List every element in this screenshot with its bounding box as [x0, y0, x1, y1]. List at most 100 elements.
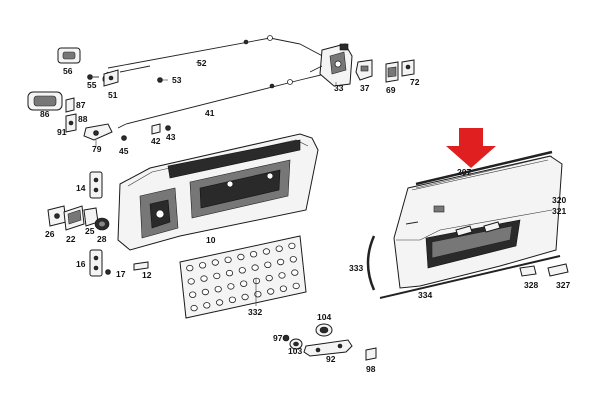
part-53	[157, 77, 168, 83]
part-88	[65, 113, 77, 133]
insulation-hole	[190, 304, 198, 312]
label-87: 87	[76, 100, 86, 110]
insulation-hole	[279, 285, 287, 292]
label-86: 86	[40, 109, 50, 119]
escutcheon-104	[315, 323, 333, 337]
label-42: 42	[151, 136, 161, 146]
insulation-hole	[275, 245, 283, 252]
grommet-28	[94, 217, 110, 231]
insulation-hole	[199, 262, 207, 269]
clip-327	[547, 263, 569, 277]
insulation-hole	[241, 293, 249, 301]
insulation-hole	[289, 256, 297, 263]
label-10: 10	[206, 235, 216, 245]
leader-lines	[195, 61, 471, 306]
trim-strip-334	[379, 255, 561, 299]
window-seal-strip-207	[415, 150, 553, 189]
part-98	[365, 347, 377, 361]
label-98: 98	[366, 364, 376, 374]
label-88: 88	[78, 114, 88, 124]
insulation-hole	[291, 269, 299, 276]
insulation-hole	[203, 302, 211, 309]
label-328: 328	[524, 280, 538, 290]
label-92: 92	[326, 354, 336, 364]
hinge-bracket-14	[89, 171, 103, 199]
insulation-hole	[213, 272, 221, 280]
insulation-hole	[201, 288, 209, 296]
label-52: 52	[197, 58, 207, 68]
insulation-hole	[254, 291, 262, 298]
part-72	[401, 59, 415, 77]
clip-328	[519, 265, 537, 277]
label-327: 327	[556, 280, 570, 290]
label-332: 332	[248, 307, 262, 317]
insulation-hole	[189, 291, 197, 298]
insulation-holes	[186, 242, 300, 312]
insulation-hole	[262, 248, 270, 255]
label-321: 321	[552, 206, 566, 216]
upper-lock-rod-assembly	[102, 35, 331, 83]
part-103	[289, 338, 303, 350]
insulation-hole	[216, 299, 224, 306]
label-17: 17	[116, 269, 126, 279]
insulation-hole	[240, 280, 248, 287]
insulation-hole	[250, 250, 258, 258]
label-56: 56	[63, 66, 73, 76]
insulation-hole	[187, 278, 195, 285]
lower-lock-rod-assembly	[117, 73, 326, 129]
label-72: 72	[410, 77, 420, 87]
label-333: 333	[349, 263, 363, 273]
insulation-hole	[225, 269, 234, 277]
label-14: 14	[76, 183, 86, 193]
inner-door-panel-10	[117, 133, 319, 251]
insulation-hole	[186, 264, 194, 272]
label-22: 22	[66, 234, 76, 244]
label-43: 43	[166, 132, 176, 142]
hinge-part-22	[63, 205, 85, 231]
insulation-hole	[227, 283, 235, 290]
insulation-hole	[211, 259, 219, 266]
seal-strip-333	[366, 235, 376, 291]
insulation-hole	[278, 272, 286, 279]
door-pull-handle-86	[27, 91, 63, 111]
screw-17	[105, 269, 111, 275]
label-97: 97	[273, 333, 283, 343]
insulation-hole	[214, 286, 222, 293]
insulation-hole	[238, 267, 246, 274]
insulation-hole	[265, 274, 273, 282]
clip-12	[133, 261, 149, 271]
insulation-hole	[251, 264, 259, 271]
insulation-hole	[228, 296, 236, 303]
insulation-hole	[276, 258, 285, 266]
lever-79	[83, 123, 113, 146]
label-33: 33	[334, 83, 344, 93]
part-97	[282, 334, 290, 342]
insulation-hole	[200, 275, 208, 282]
label-53: 53	[172, 75, 182, 85]
label-91: 91	[57, 127, 67, 137]
label-12: 12	[142, 270, 152, 280]
insulation-sheet-332	[179, 235, 307, 319]
label-51: 51	[108, 90, 118, 100]
insulation-hole	[252, 277, 261, 285]
label-16: 16	[76, 259, 86, 269]
part-56	[57, 47, 81, 64]
label-37: 37	[360, 83, 370, 93]
part-69	[385, 61, 399, 83]
door-trim-panel-207	[393, 155, 563, 289]
striker-part-37	[355, 59, 373, 81]
label-41: 41	[205, 108, 215, 118]
label-26: 26	[45, 229, 55, 239]
insulation-hole	[264, 261, 272, 268]
part-55	[87, 74, 99, 80]
door-lock-mechanism-33	[309, 43, 353, 87]
insulation-hole	[292, 282, 300, 290]
label-103: 103	[288, 346, 302, 356]
insulation-hole	[267, 288, 275, 295]
part-43	[165, 125, 171, 131]
insulation-hole	[288, 242, 296, 250]
label-55: 55	[87, 80, 97, 90]
label-25: 25	[85, 226, 95, 236]
insulation-hole	[237, 253, 245, 261]
